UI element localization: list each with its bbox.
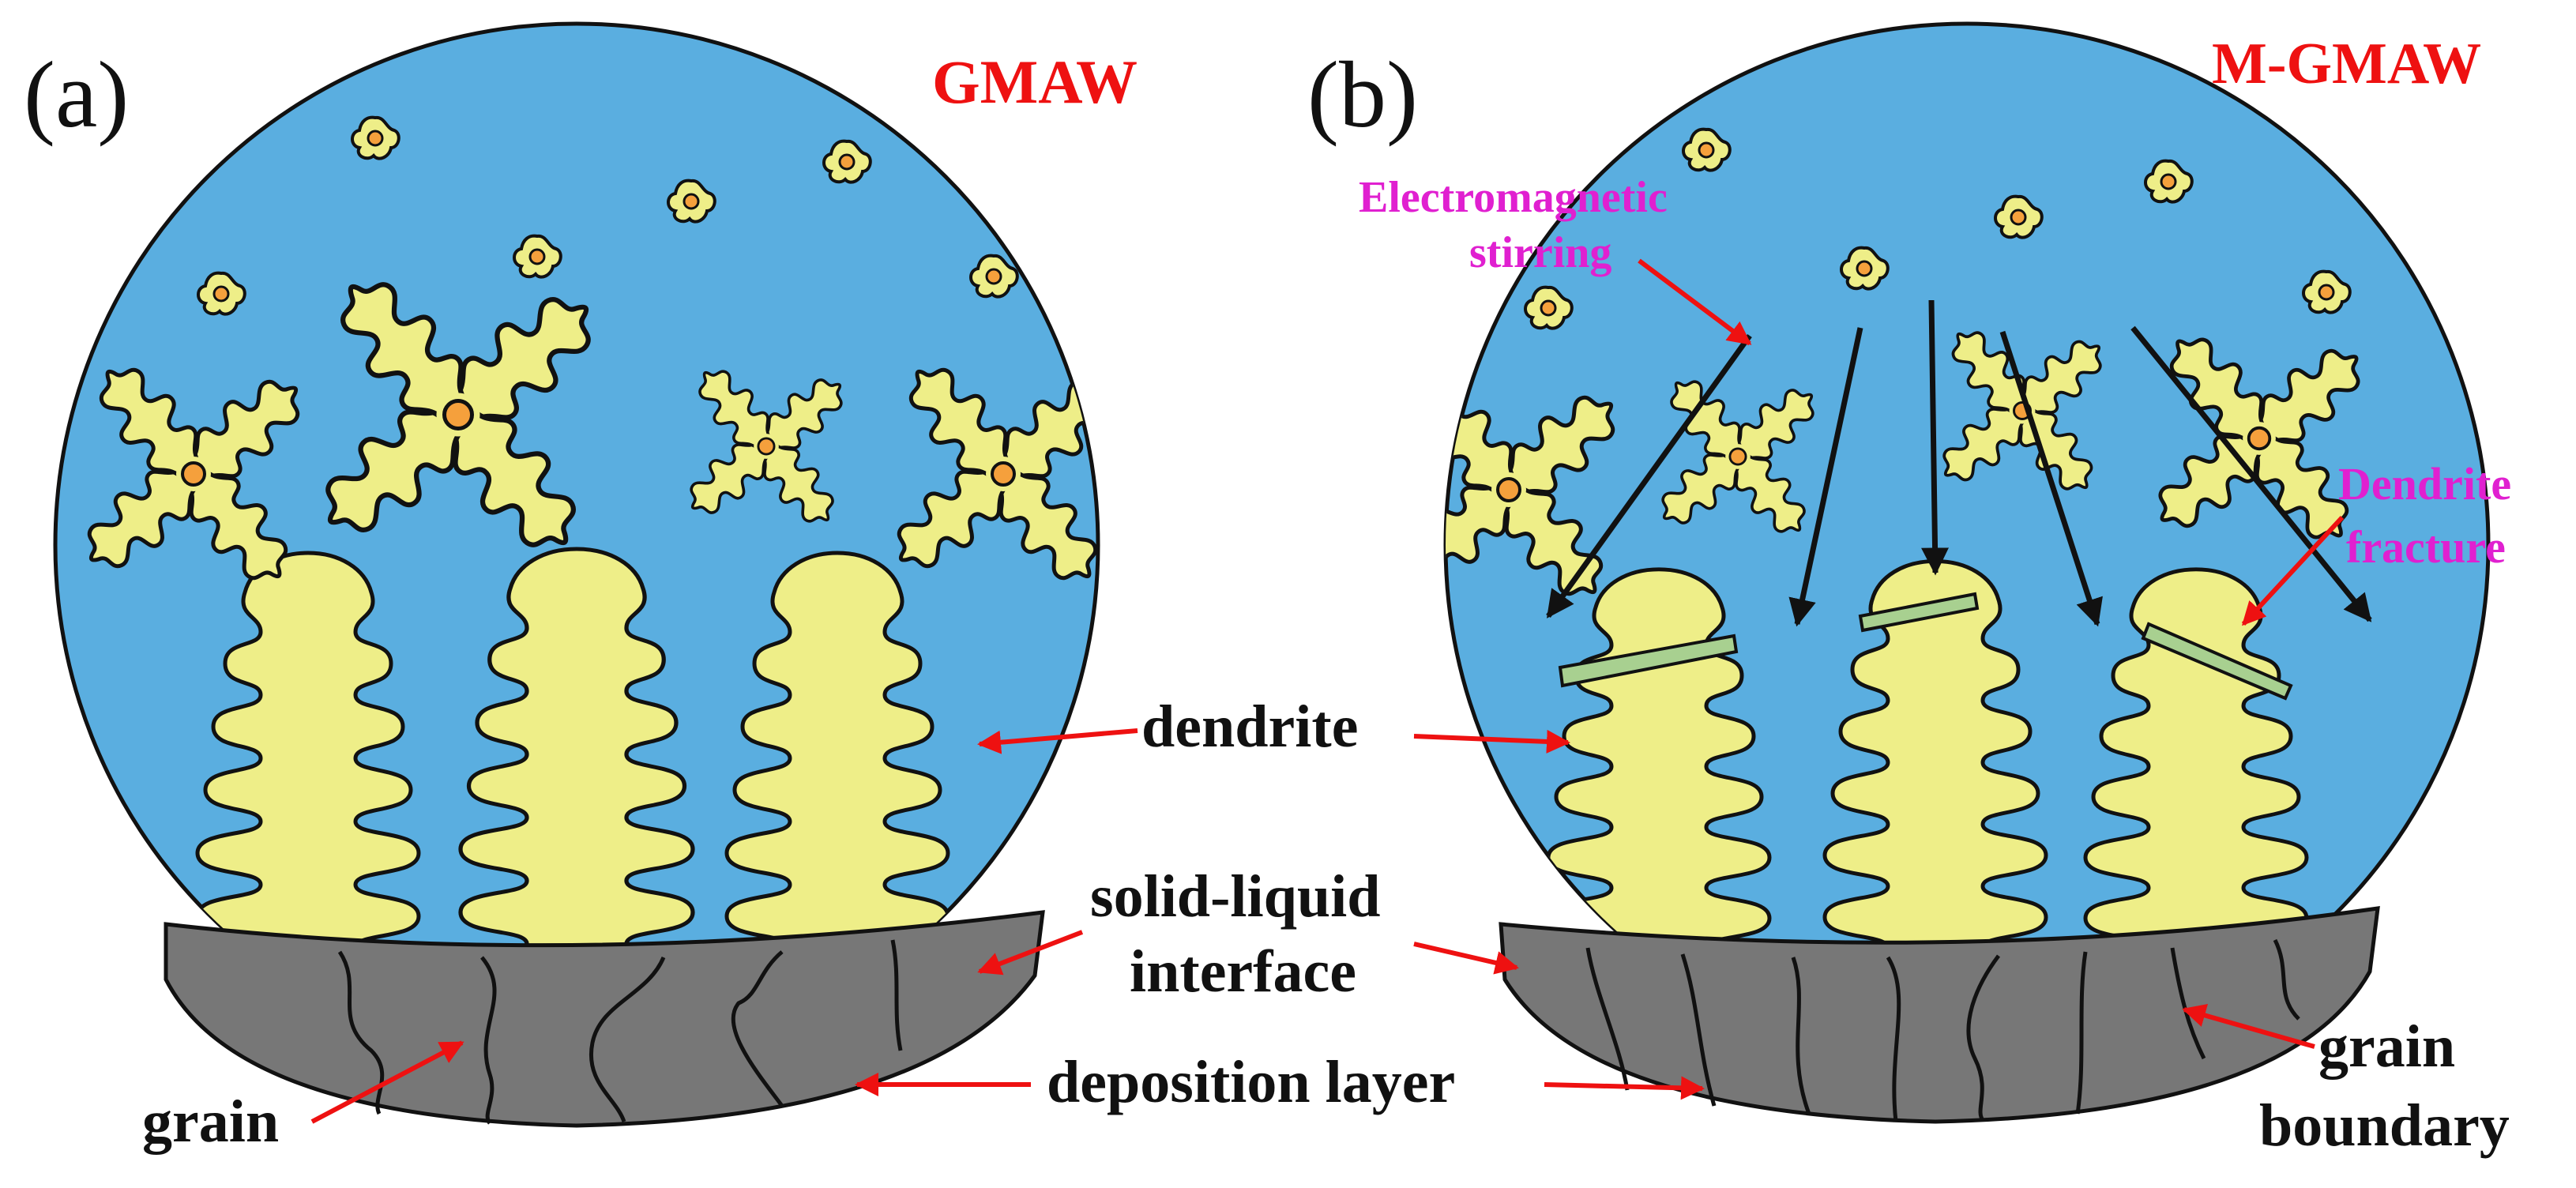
em-stirring-label-line1: Electromagnetic [1359, 173, 1668, 222]
solid-liquid-label-line2: interface [1130, 938, 1356, 1005]
columnar-dendrites-b [1548, 561, 2307, 964]
arrow-dendrite-b [1413, 729, 1570, 754]
arrow-dendrite-fracture [2241, 515, 2345, 626]
arrow-deposition-b [1544, 1076, 1705, 1100]
dendrite-fracture-label-line2: fracture [2346, 521, 2506, 573]
grain-boundary-label-line2: boundary [2259, 1092, 2510, 1159]
panel-a [53, 21, 1100, 1128]
em-stirring-label-line2: stirring [1469, 228, 1611, 277]
panel-a-letter: (a) [24, 42, 129, 147]
arrow-em-stirring [1638, 258, 1752, 346]
grain-label: grain [142, 1088, 279, 1155]
arrow-dendrite-a [977, 728, 1138, 754]
solid-liquid-label-line1: solid-liquid [1090, 863, 1381, 930]
panel-b-letter: (b) [1307, 42, 1418, 147]
arrow-grain-boundary [2182, 1003, 2315, 1049]
grain-boundaries-a [337, 939, 903, 1125]
pointer-arrows [310, 258, 2345, 1124]
dendrite-fractures [1558, 592, 2293, 701]
arrow-interface-b [1413, 942, 1519, 975]
arrow-grain [310, 1040, 464, 1124]
panel-b [1443, 21, 2491, 1124]
deposition-layer-label: deposition layer [1047, 1049, 1455, 1115]
panel-a-title: GMAW [932, 47, 1138, 116]
arrow-interface-a [977, 930, 1084, 976]
grain-boundary-label-line1: grain [2318, 1013, 2455, 1080]
grain-boundaries-b [1585, 938, 2300, 1122]
panel-b-title: M-GMAW [2212, 32, 2481, 96]
deposition-layer-b [1499, 906, 2380, 1124]
columnar-dendrites-a [197, 549, 948, 964]
dendrite-label: dendrite [1141, 694, 1358, 760]
dendrite-fracture-label-line1: Dendrite [2338, 458, 2511, 509]
flow-arrows [1546, 299, 2372, 627]
